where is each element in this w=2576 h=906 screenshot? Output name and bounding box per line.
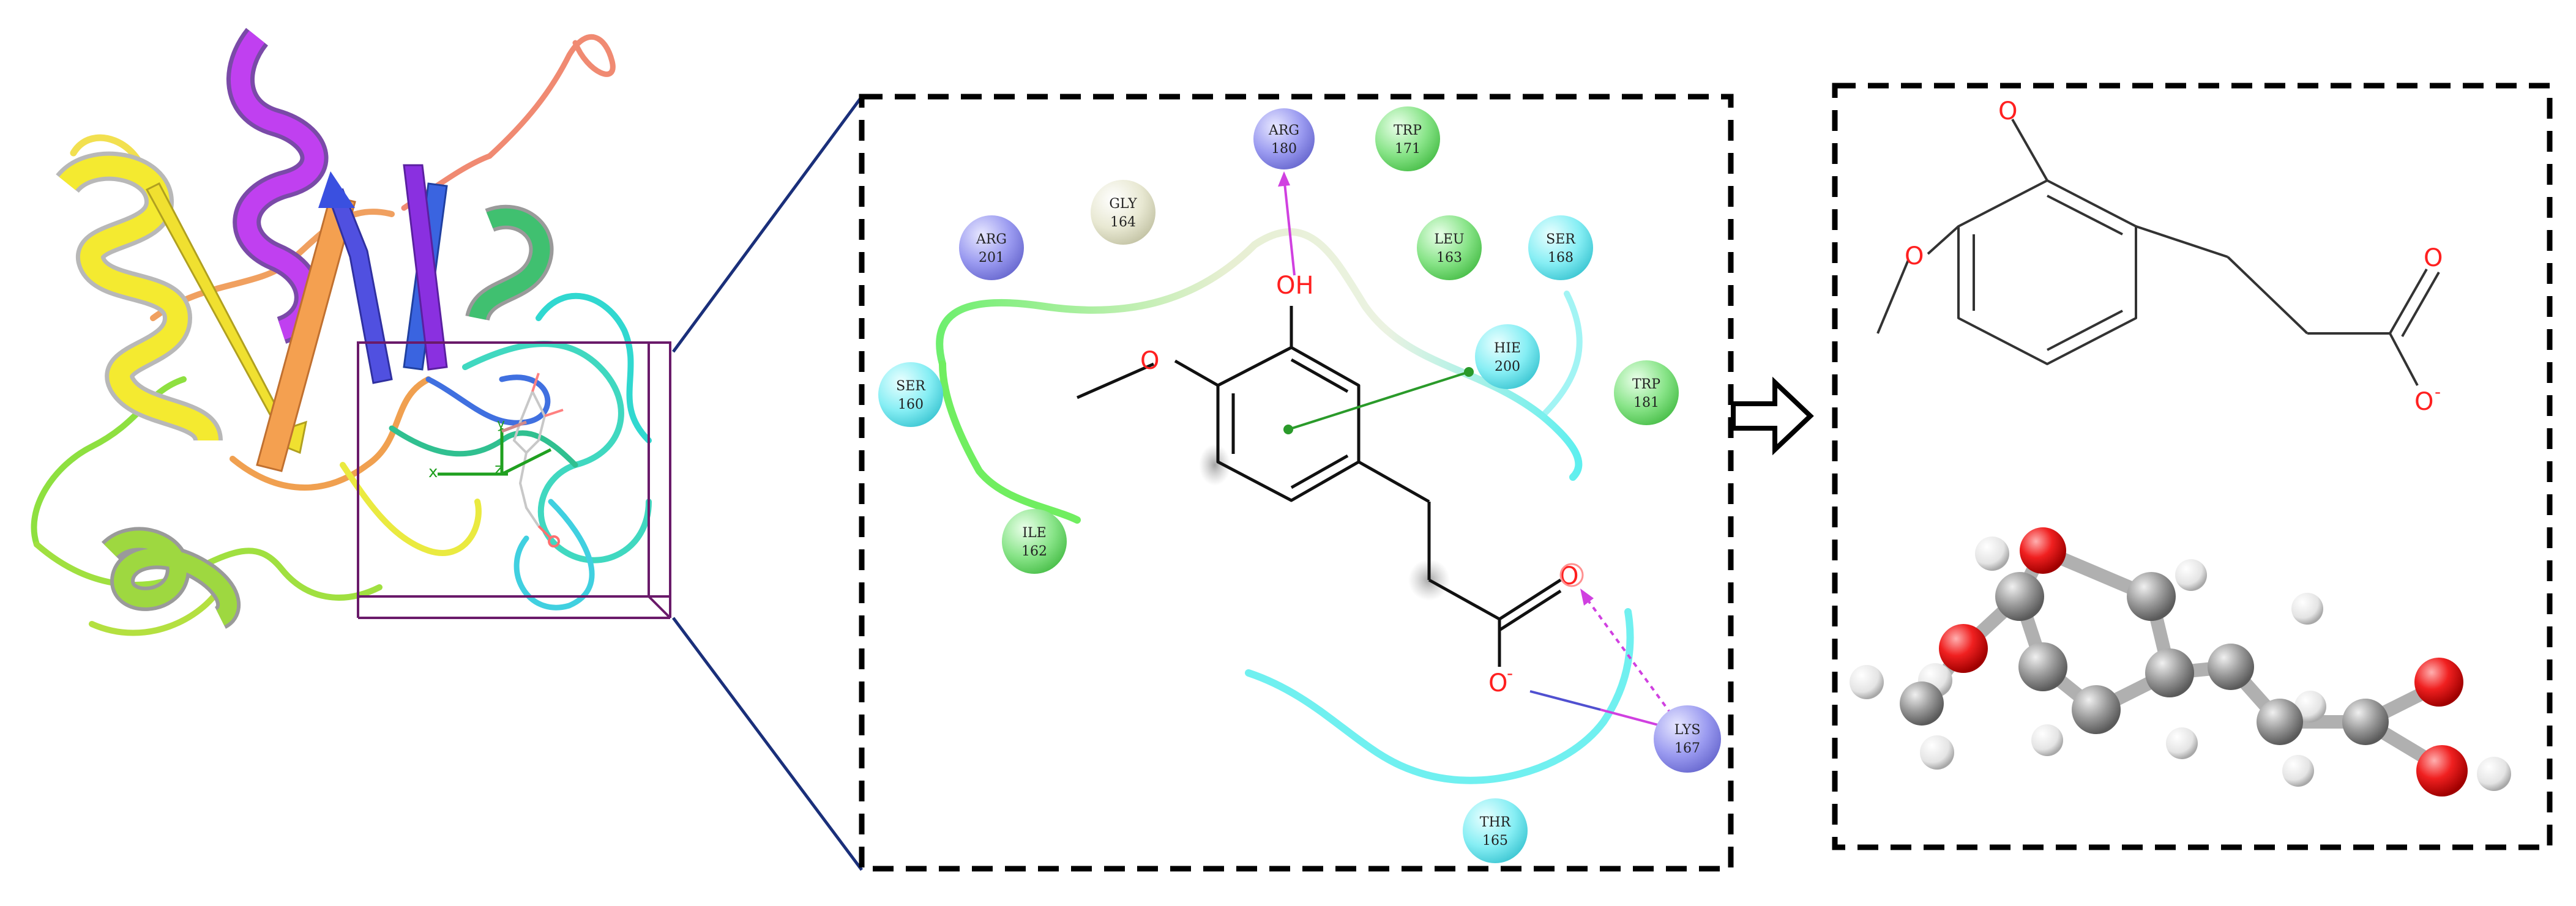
formula-o-top: O [1998, 97, 2017, 125]
residue-hie200: HIE 200 [1475, 324, 1540, 389]
residue-arg201: ARG 201 [959, 215, 1024, 280]
docked-ligand-sticks [512, 373, 564, 548]
helix-magenta [226, 28, 329, 344]
zoom-connector-bottom [671, 617, 864, 871]
svg-text:TRP: TRP [1394, 123, 1422, 138]
coil-green-2 [34, 541, 383, 601]
methoxy-oxygen: O [1140, 347, 1159, 375]
coil-salmon [487, 34, 616, 159]
residue-ser168: SER 168 [1528, 215, 1593, 280]
svg-text:LYS: LYS [1674, 722, 1701, 738]
pocket-contour-bottom [1245, 608, 1634, 784]
formula-o-methoxy: O [1905, 242, 1924, 270]
svg-text:ARG: ARG [976, 232, 1007, 247]
interaction-panel-frame [859, 94, 1734, 872]
coil-teal [462, 341, 652, 563]
coil-orange-2 [230, 376, 431, 491]
svg-text:HIE: HIE [1494, 341, 1521, 356]
svg-text:TRP: TRP [1632, 377, 1660, 392]
structure-panel: O O O O - [1832, 83, 2553, 850]
residue-arg180: ARG 180 [1253, 108, 1315, 169]
svg-text:163: 163 [1436, 250, 1462, 265]
svg-text:201: 201 [979, 250, 1004, 265]
residue-lys167: LYS 167 [1654, 705, 1721, 773]
svg-text:ARG: ARG [1268, 123, 1299, 138]
axis-z-label: z [495, 460, 503, 478]
coil-yellow-2 [340, 462, 482, 556]
helix-green [465, 204, 554, 322]
pocket-contour-right [1539, 291, 1583, 419]
axis-y-label: y [497, 417, 505, 432]
helix-lime [101, 527, 241, 629]
coil-green-3 [389, 425, 578, 468]
binding-site-box [357, 341, 671, 619]
svg-text:162: 162 [1021, 544, 1047, 559]
formula-charge: - [2435, 382, 2441, 402]
formula-o-carboxylate: O [2414, 388, 2433, 416]
residue-leu163: LEU 163 [1417, 215, 1482, 280]
zoom-connector-top [671, 95, 864, 353]
pocket-contour-left [939, 360, 1081, 524]
svg-text:171: 171 [1395, 141, 1421, 157]
coil-cyan [513, 499, 595, 611]
svg-text:LEU: LEU [1434, 232, 1464, 247]
carbonyl-highlight [1559, 563, 1584, 587]
residue-gly164: GLY 164 [1091, 180, 1155, 245]
residue-thr165: THR 165 [1463, 798, 1528, 863]
residue-ile162: ILE 162 [1002, 509, 1067, 574]
svg-text:168: 168 [1548, 250, 1574, 265]
strand-orange [256, 195, 356, 472]
svg-text:164: 164 [1110, 215, 1136, 230]
helix-yellow [56, 151, 223, 443]
svg-text:165: 165 [1482, 833, 1508, 848]
svg-text:THR: THR [1480, 815, 1512, 830]
hbond-lys167 [1580, 589, 1678, 723]
svg-text:160: 160 [898, 397, 924, 412]
residue-trp171: TRP 171 [1375, 106, 1440, 171]
structure-panel-frame [1832, 83, 2553, 850]
svg-text:GLY: GLY [1109, 196, 1137, 212]
interaction-diagram-panel: O OH O O - ARG 180 [859, 94, 1734, 872]
svg-text:167: 167 [1674, 741, 1700, 756]
ball-and-stick-model [1850, 527, 2511, 796]
coil-lime [89, 584, 223, 636]
ligand-2d-skeleton [1076, 306, 1562, 667]
svg-text:SER: SER [896, 379, 926, 394]
svg-text:200: 200 [1495, 359, 1520, 374]
solvent-exposure-2 [1199, 444, 1231, 486]
residue-ser160: SER 160 [878, 362, 943, 427]
svg-text:181: 181 [1633, 395, 1659, 410]
pocket-contour-top [936, 228, 1583, 481]
hbond-arg180 [1278, 171, 1296, 276]
svg-text:ILE: ILE [1022, 525, 1046, 541]
residue-trp181: TRP 181 [1614, 360, 1679, 425]
carboxylate-oxygen: O [1488, 669, 1507, 697]
hydroxyl-label: OH [1276, 272, 1314, 300]
svg-text:SER: SER [1546, 232, 1576, 247]
protein-ribbon-view: x z y [31, 28, 671, 636]
carboxylate-charge: - [1507, 663, 1513, 683]
pi-cation-hie200 [1283, 367, 1474, 434]
strand-purple [403, 164, 448, 371]
coil-teal-2 [536, 292, 652, 444]
svg-text:180: 180 [1271, 141, 1297, 157]
hollow-right-arrow-icon [1731, 376, 1814, 456]
formula-o-carbonyl: O [2424, 244, 2443, 272]
skeletal-formula [1876, 119, 2440, 386]
axis-x-label: x [428, 463, 438, 481]
coordinate-axes [438, 420, 552, 476]
